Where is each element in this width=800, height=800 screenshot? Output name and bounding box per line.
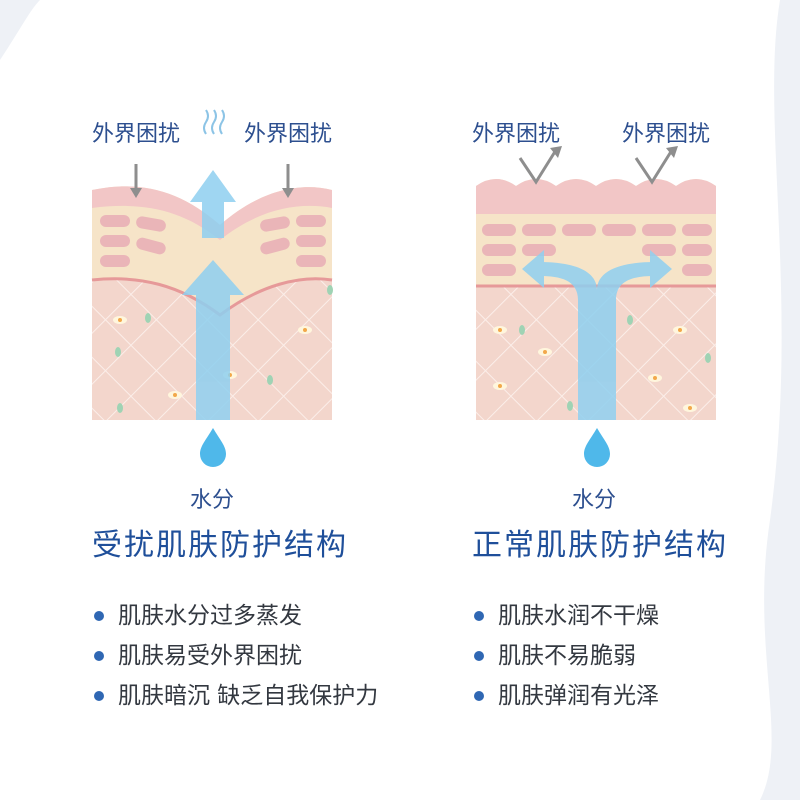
list-item: 肌肤水分过多蒸发: [94, 596, 378, 636]
bullet-dot-icon: [474, 651, 484, 661]
water-drop-icon: [584, 428, 610, 467]
list-item: 肌肤暗沉 缺乏自我保护力: [94, 676, 378, 716]
normal-skin-panel: 外界困扰 外界困扰 水分 正常肌肤防护结构 肌肤水润不干燥 肌肤不易脆弱 肌肤弹…: [400, 0, 800, 800]
stratum-corneum: [476, 179, 716, 214]
water-drop-icon: [200, 428, 226, 467]
bullet-list: 肌肤水分过多蒸发 肌肤易受外界困扰 肌肤暗沉 缺乏自我保护力: [94, 596, 378, 716]
external-factor-label: 外界困扰: [472, 116, 560, 148]
list-item: 肌肤易受外界困扰: [94, 636, 378, 676]
list-item: 肌肤弹润有光泽: [474, 676, 659, 716]
disturbed-skin-panel: 外界困扰 外界困扰 水分 受扰肌肤防护结构 肌肤水分过多蒸发 肌肤易受外界困扰 …: [0, 0, 400, 800]
list-item: 肌肤不易脆弱: [474, 636, 659, 676]
bullet-dot-icon: [94, 651, 104, 661]
external-factor-label: 外界困扰: [622, 116, 710, 148]
water-label: 水分: [190, 482, 234, 514]
bullet-list: 肌肤水润不干燥 肌肤不易脆弱 肌肤弹润有光泽: [474, 596, 659, 716]
water-label: 水分: [572, 482, 616, 514]
panel-title: 正常肌肤防护结构: [420, 520, 780, 564]
bullet-dot-icon: [474, 611, 484, 621]
bullet-dot-icon: [94, 611, 104, 621]
panel-title: 受扰肌肤防护结构: [40, 520, 400, 564]
external-factor-label: 外界困扰: [244, 116, 332, 148]
deflect-arrow-icon: [520, 150, 556, 182]
deflect-arrow-icon: [636, 150, 672, 182]
bullet-dot-icon: [474, 691, 484, 701]
list-item: 肌肤水润不干燥: [474, 596, 659, 636]
bullet-dot-icon: [94, 691, 104, 701]
external-factor-label: 外界困扰: [92, 116, 180, 148]
wave-heat-icon: [204, 110, 224, 134]
